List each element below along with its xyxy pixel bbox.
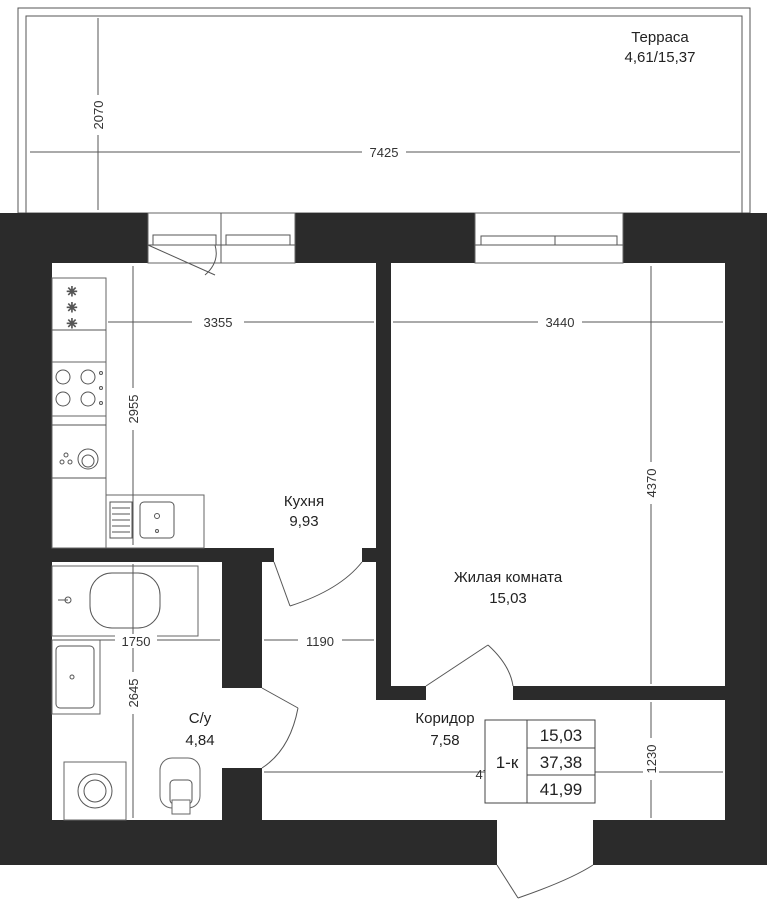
bathtub-icon bbox=[51, 565, 199, 637]
toilet-icon bbox=[159, 757, 201, 815]
dim-kitchen-depth: 2955 bbox=[126, 395, 141, 424]
dim-bath-depth: 2645 bbox=[126, 679, 141, 708]
living-window bbox=[474, 212, 624, 264]
summary-total-with-terrace: 41,99 bbox=[540, 780, 583, 799]
area-summary-table: 1-к 15,03 37,38 41,99 bbox=[484, 719, 596, 804]
kitchen-area: 9,93 bbox=[289, 513, 318, 530]
dishwasher-icon bbox=[59, 448, 99, 470]
dim-living-depth: 4370 bbox=[644, 469, 659, 498]
bathroom-name: С/у bbox=[189, 710, 212, 727]
svg-text:✳: ✳ bbox=[67, 284, 78, 299]
living-area: 15,03 bbox=[489, 590, 527, 607]
svg-text:✳: ✳ bbox=[67, 300, 78, 315]
svg-text:✳: ✳ bbox=[67, 316, 78, 331]
kitchen-name: Кухня bbox=[284, 493, 324, 510]
terrace-area: 4,61/15,37 bbox=[625, 49, 696, 66]
living-name: Жилая комната bbox=[454, 569, 563, 586]
summary-living-area: 15,03 bbox=[540, 726, 583, 745]
kitchen-window bbox=[147, 212, 296, 276]
dim-living-width: 3440 bbox=[546, 315, 575, 330]
dimension-labels: 2070 7425 3355 2955 3440 4370 1750 2645 … bbox=[88, 95, 659, 782]
terrace-name: Терраса bbox=[631, 29, 689, 46]
bathroom-area: 4,84 bbox=[185, 732, 214, 749]
stove-icon bbox=[51, 361, 107, 417]
apartment-type: 1-к bbox=[496, 753, 519, 772]
washbasin-icon bbox=[51, 639, 101, 715]
dim-corridor-depth: 1230 bbox=[644, 745, 659, 774]
hob-symbols: ✳ ✳ ✳ bbox=[66, 284, 78, 332]
dim-kitchen-width: 3355 bbox=[204, 315, 233, 330]
corridor-name: Коридор bbox=[415, 710, 474, 727]
dim-terrace-depth: 2070 bbox=[91, 101, 106, 130]
summary-total-area: 37,38 bbox=[540, 753, 583, 772]
room-labels: Терраса 4,61/15,37 Кухня 9,93 Жилая комн… bbox=[185, 29, 695, 749]
dim-corridor-passage: 1190 bbox=[306, 634, 334, 649]
washing-machine-icon bbox=[63, 761, 127, 821]
corridor-area: 7,58 bbox=[430, 732, 459, 749]
walls bbox=[0, 213, 767, 865]
dim-bath-width: 1750 bbox=[122, 634, 151, 649]
doors bbox=[261, 561, 594, 899]
dim-terrace-width: 7425 bbox=[370, 145, 399, 160]
kitchen-sink-icon bbox=[109, 501, 175, 539]
